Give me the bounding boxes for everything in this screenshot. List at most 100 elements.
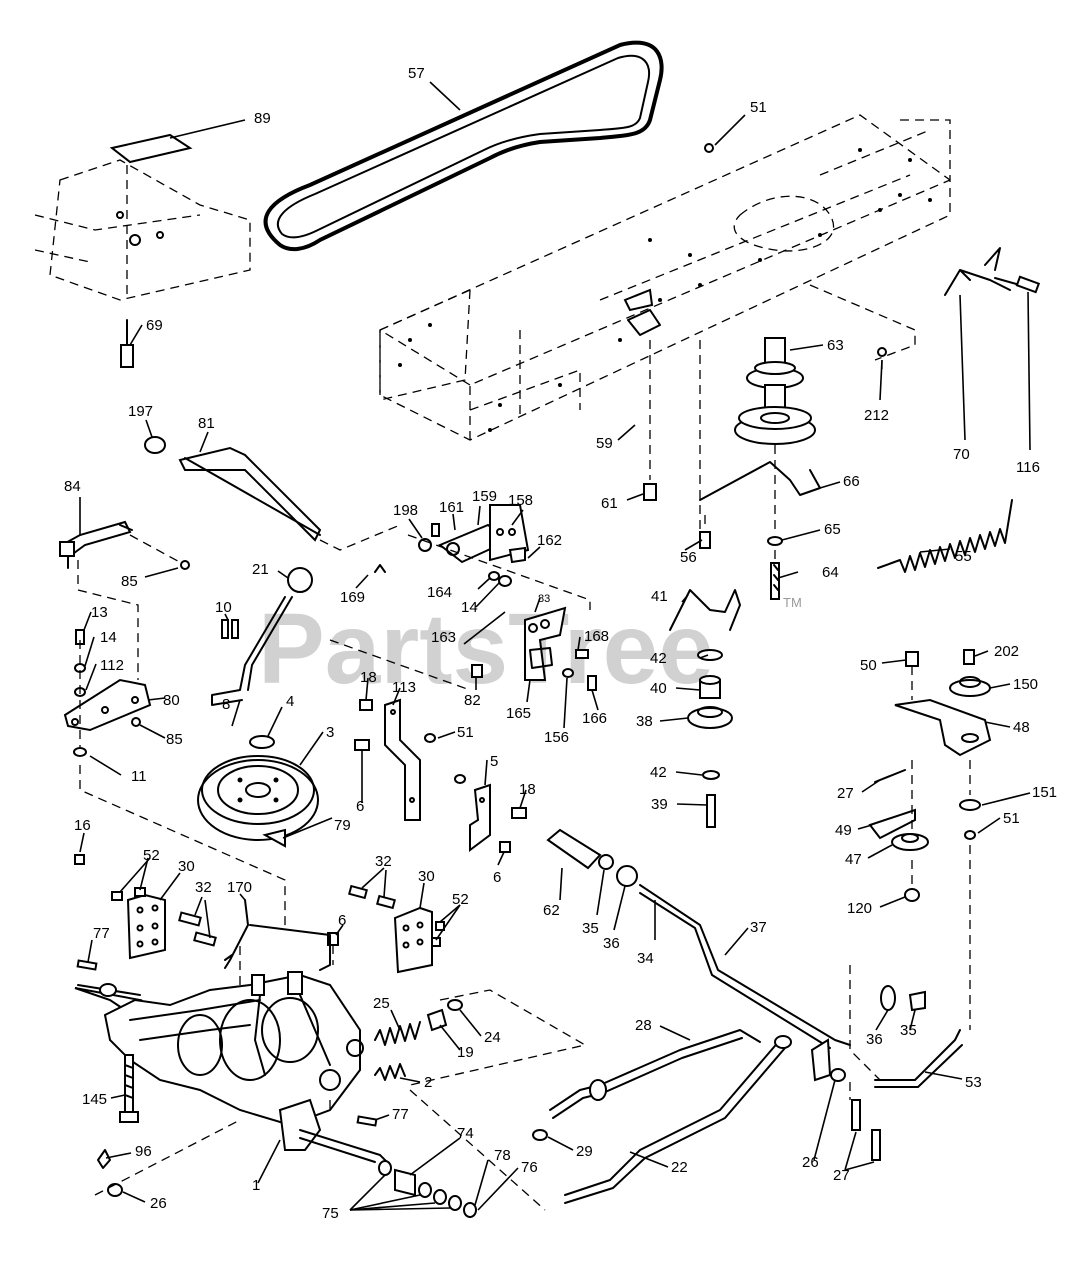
- callout-50: 50: [860, 657, 877, 674]
- callout-19: 19: [457, 1044, 474, 1061]
- callout-64: 64: [822, 564, 839, 581]
- spring-25: [374, 989, 587, 1086]
- callout-32: 32: [195, 879, 212, 896]
- callout-48: 48: [1013, 719, 1030, 736]
- transaxle-1: [74, 940, 391, 1166]
- callout-162: 162: [537, 532, 562, 549]
- callout-1: 1: [252, 1177, 260, 1194]
- bracket-113: [354, 698, 466, 821]
- callout-6: 6: [356, 798, 364, 815]
- callout-151: 151: [1032, 784, 1057, 801]
- callout-6: 6: [493, 869, 501, 886]
- watermark-text: PartsTree: [258, 593, 714, 705]
- callout-170: 170: [227, 879, 252, 896]
- callout-197: 197: [128, 403, 153, 420]
- callout-164: 164: [427, 584, 452, 601]
- callout-35: 35: [582, 920, 599, 937]
- callout-5: 5: [490, 753, 498, 770]
- callout-11: 11: [131, 768, 147, 785]
- callout-49: 49: [835, 822, 852, 839]
- bracket-30-right: [327, 884, 445, 974]
- callout-2: 2: [424, 1074, 432, 1091]
- callout-145: 145: [82, 1091, 107, 1108]
- pulley-assembly-63: [699, 337, 821, 600]
- callout-156: 156: [544, 729, 569, 746]
- callout-168: 168: [584, 628, 609, 645]
- leader-lines: [79, 81, 1031, 1211]
- callout-198: 198: [393, 502, 418, 519]
- callout-30: 30: [178, 858, 195, 875]
- callout-35: 35: [900, 1022, 917, 1039]
- shift-lever-8: [211, 567, 313, 706]
- callout-42: 42: [650, 764, 667, 781]
- callout-28: 28: [635, 1017, 652, 1034]
- callout-39: 39: [651, 796, 668, 813]
- callout-77: 77: [93, 925, 110, 942]
- callout-63: 63: [827, 337, 844, 354]
- callout-84: 84: [64, 478, 81, 495]
- callout-120: 120: [847, 900, 872, 917]
- bracket-30-left: [74, 854, 217, 960]
- callout-6: 6: [338, 912, 346, 929]
- callout-212: 212: [864, 407, 889, 424]
- bracket-48: [868, 649, 992, 1030]
- bracket-5: [469, 783, 527, 853]
- callout-96: 96: [135, 1143, 152, 1160]
- callout-16: 16: [74, 817, 91, 834]
- callout-112: 112: [100, 657, 124, 674]
- callout-8: 8: [222, 696, 230, 713]
- callout-29: 29: [576, 1143, 593, 1160]
- seat-plate-89: [109, 133, 193, 164]
- callout-56: 56: [680, 549, 697, 566]
- callout-52: 52: [452, 891, 469, 908]
- callout-47: 47: [845, 851, 862, 868]
- callout-22: 22: [671, 1159, 688, 1176]
- callout-65: 65: [824, 521, 841, 538]
- callout-85: 85: [166, 731, 183, 748]
- callout-70: 70: [953, 446, 970, 463]
- control-rods: [532, 828, 963, 1204]
- callout-77: 77: [392, 1106, 409, 1123]
- callout-25: 25: [373, 995, 390, 1012]
- callout-158: 158: [508, 492, 533, 509]
- callout-27: 27: [833, 1167, 850, 1184]
- callout-59: 59: [596, 435, 613, 452]
- bolt-69: [120, 344, 134, 368]
- callout-165: 165: [506, 705, 531, 722]
- callout-10: 10: [215, 599, 232, 616]
- callout-34: 34: [637, 950, 654, 967]
- callout-169: 169: [340, 589, 365, 606]
- callout-26: 26: [802, 1154, 819, 1171]
- callout-30: 30: [418, 868, 435, 885]
- washer-stack: [76, 959, 546, 1218]
- callout-79: 79: [334, 817, 351, 834]
- callout-38: 38: [636, 713, 653, 730]
- small-parts-upper-right: [623, 143, 1041, 549]
- callout-3: 3: [326, 724, 334, 741]
- callout-202: 202: [994, 643, 1019, 660]
- callout-51: 51: [457, 724, 474, 741]
- callout-14: 14: [461, 599, 478, 616]
- callout-166: 166: [582, 710, 607, 727]
- callout-57: 57: [408, 65, 425, 82]
- callout-13: 13: [91, 604, 108, 621]
- callout-163: 163: [431, 629, 456, 646]
- callout-81: 81: [198, 415, 215, 432]
- callout-150: 150: [1013, 676, 1038, 693]
- pulley-3: [197, 735, 319, 848]
- callout-62: 62: [543, 902, 560, 919]
- bracket-80: [63, 629, 286, 930]
- callout-26: 26: [150, 1195, 167, 1212]
- callout-53: 53: [965, 1074, 982, 1091]
- callout-51: 51: [1003, 810, 1020, 827]
- rod-170: [224, 899, 331, 971]
- callout-80: 80: [163, 692, 180, 709]
- callout-89: 89: [254, 110, 271, 127]
- callout-21: 21: [252, 561, 269, 578]
- callout-36: 36: [866, 1031, 883, 1048]
- callout-76: 76: [521, 1159, 538, 1176]
- callout-159: 159: [472, 488, 497, 505]
- callout-41: 41: [651, 588, 668, 605]
- callout-75: 75: [322, 1205, 339, 1222]
